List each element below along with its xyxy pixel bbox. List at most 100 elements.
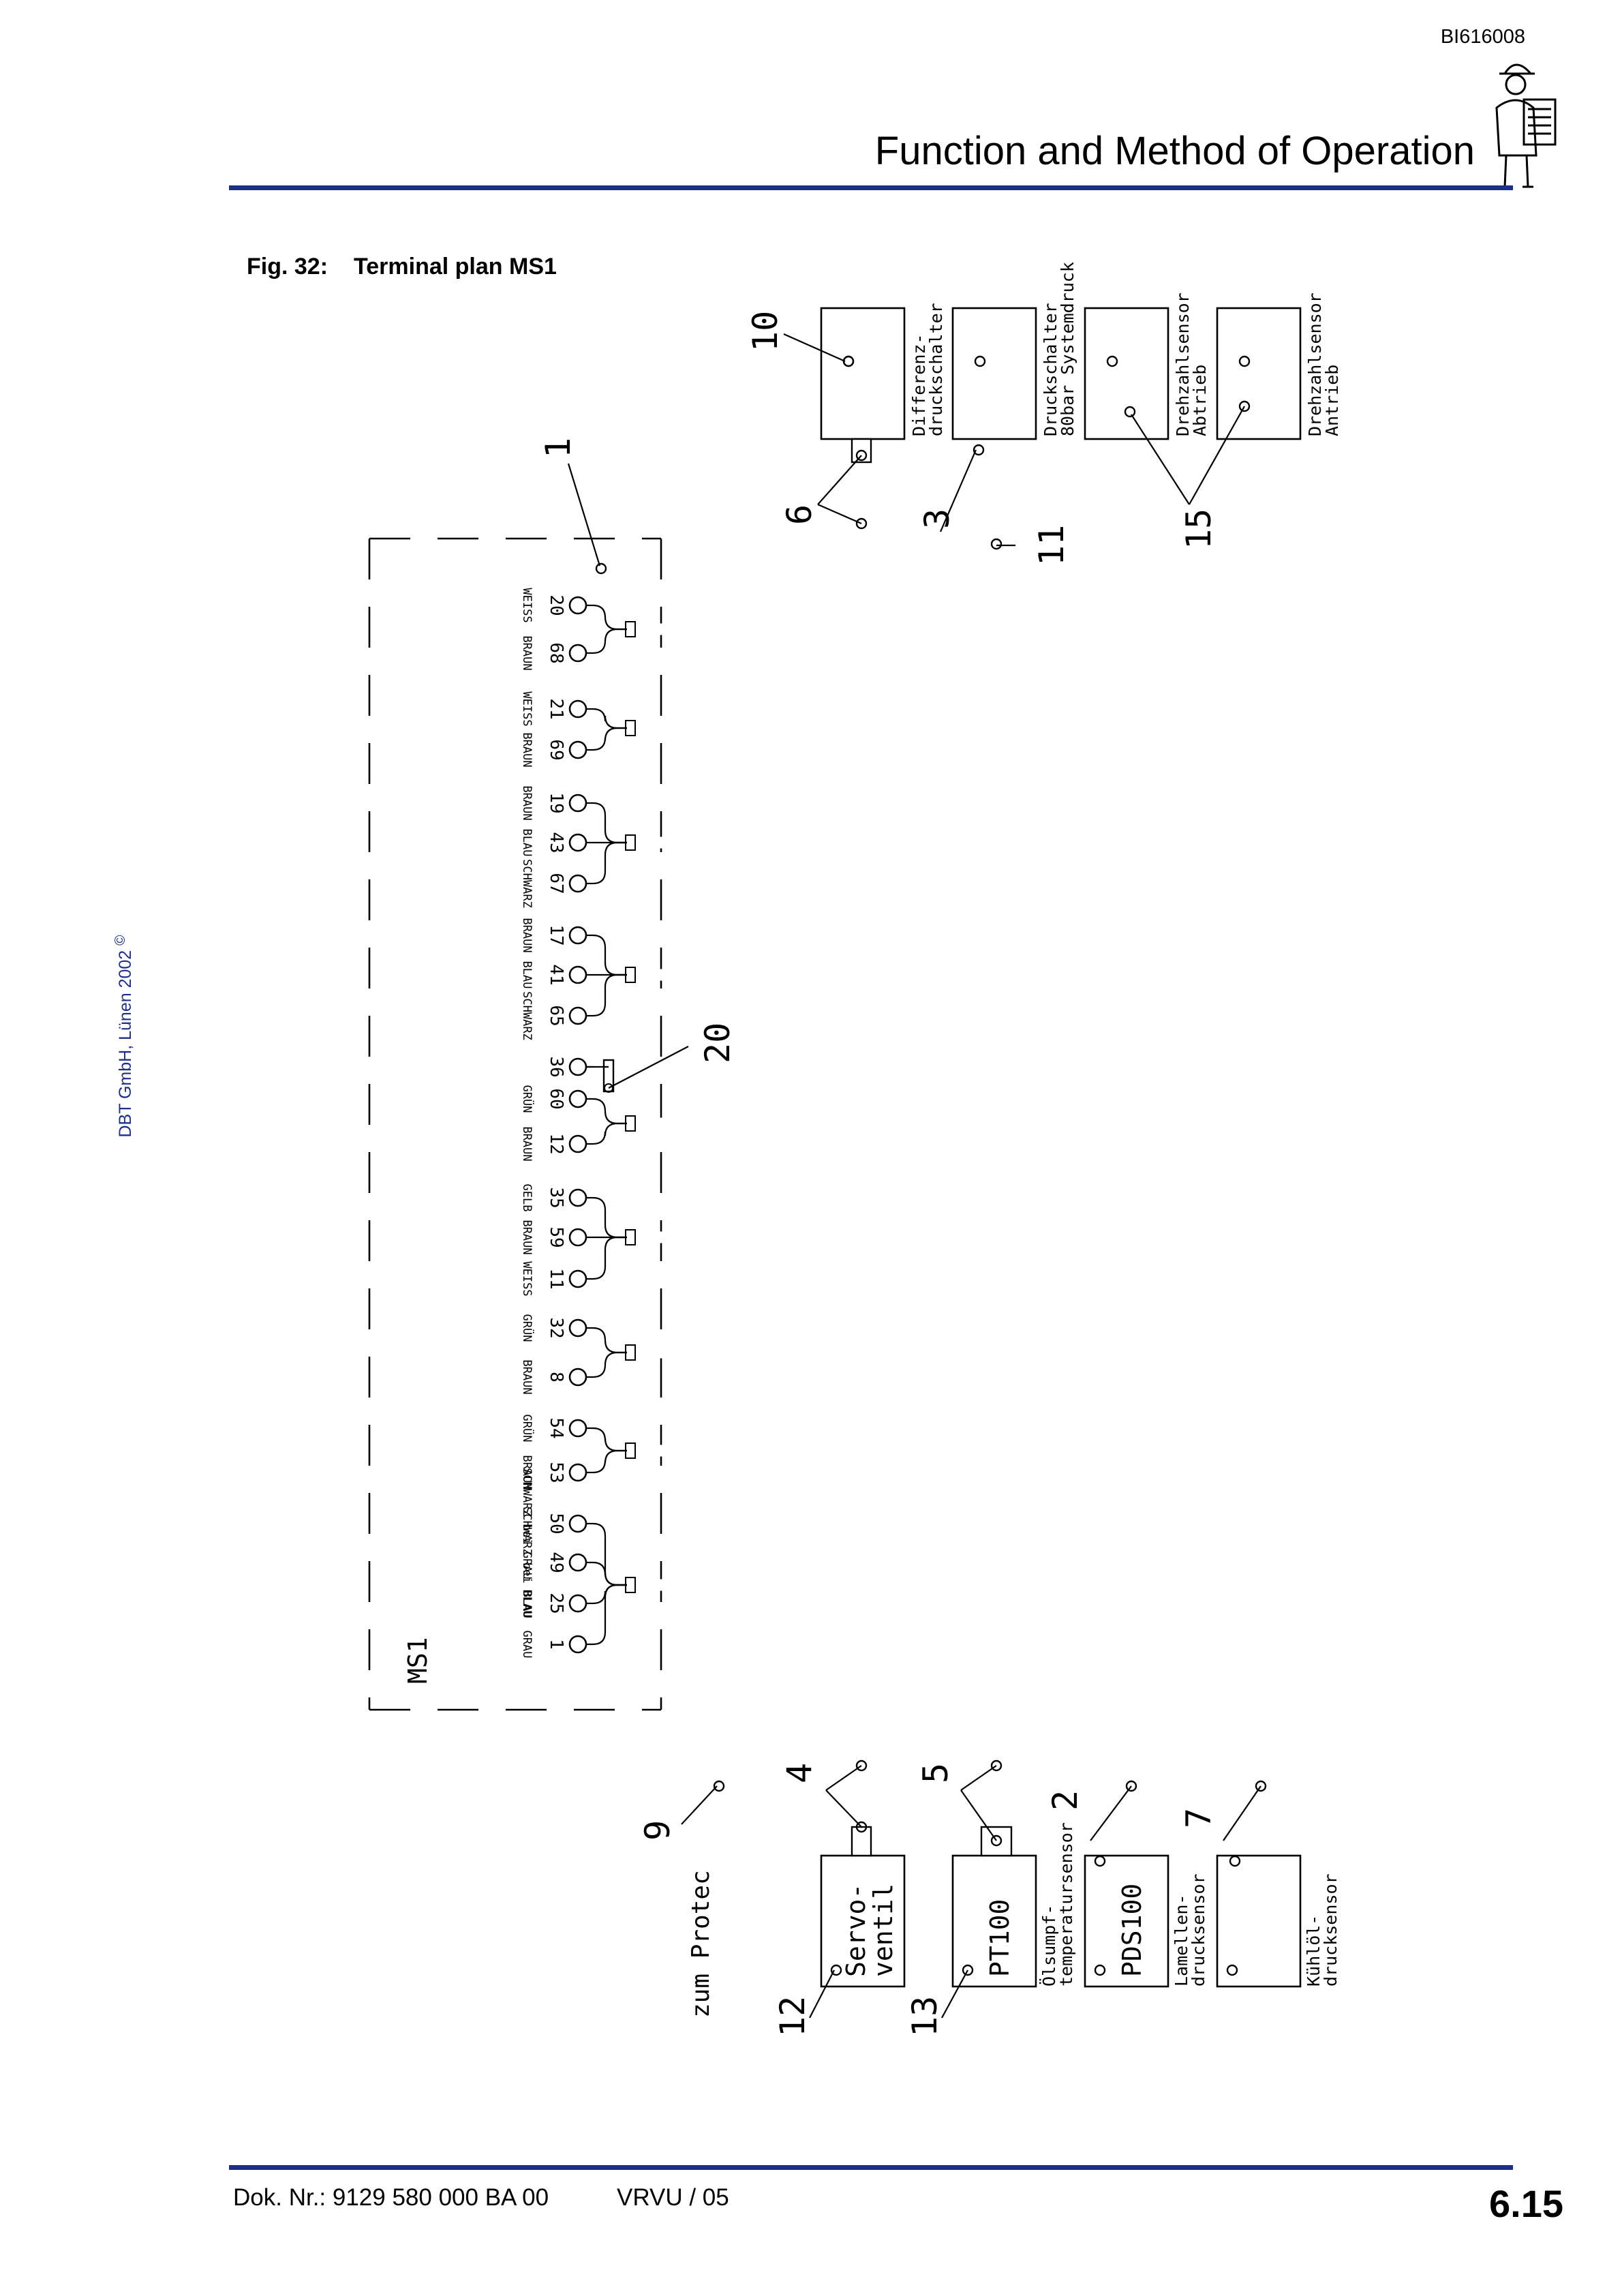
- bundle-branch: [592, 802, 627, 844]
- callout-dot: [713, 1780, 725, 1792]
- terminal: [568, 1553, 587, 1572]
- wire-color-label: SCHWARZ bei GRAU: [520, 1468, 534, 1580]
- callout-leader: [608, 1046, 689, 1089]
- wire-color-label: SCHWARZ: [520, 991, 534, 1040]
- terminal-number: 54: [546, 1417, 566, 1438]
- callout-dot: [990, 538, 1003, 550]
- terminal: [568, 926, 587, 945]
- terminal: [568, 699, 587, 719]
- bundle-branch: [592, 1449, 627, 1474]
- terminal-number: 65: [546, 1005, 566, 1026]
- terminal: [568, 1188, 587, 1207]
- wire-color-label: BRAUN: [520, 785, 534, 820]
- callout-number: 20: [698, 1023, 737, 1063]
- callout-leader: [1223, 1785, 1261, 1841]
- cable-kuehloel-inner: [627, 1117, 1267, 1864]
- cable-junction: [625, 834, 636, 851]
- terminal: [568, 644, 587, 663]
- cable-junction: [625, 1115, 636, 1132]
- bundle-branch: [592, 1196, 627, 1239]
- terminal-number: 35: [546, 1187, 566, 1208]
- terminal: [568, 1514, 587, 1533]
- terminal: [568, 1006, 587, 1025]
- callout-leader: [1189, 406, 1245, 505]
- bundle-branch: [592, 628, 627, 654]
- callout-leader: [681, 1785, 718, 1825]
- cable-servoventil-inner: [627, 1445, 868, 1827]
- cable-protec-inner: [627, 1579, 725, 2018]
- module-label: MS1: [403, 1637, 433, 1684]
- terminal-number: 11: [546, 1268, 566, 1289]
- resistor-marker: [604, 1083, 613, 1093]
- top-device-box: [1084, 307, 1169, 440]
- callout-number: 7: [1179, 1808, 1219, 1828]
- device-marker: [1094, 1964, 1106, 1976]
- footer-rule: [229, 2165, 1513, 2170]
- terminal: [568, 1318, 587, 1338]
- terminal-number: 68: [546, 642, 566, 663]
- wire-color-label: GRAU: [520, 1631, 534, 1659]
- bottom-device-name: PT100: [985, 1899, 1015, 1977]
- wire-color-label: BRAUN: [520, 918, 534, 952]
- callout-dot: [855, 517, 868, 530]
- bundle-branch: [592, 1522, 627, 1586]
- callout-dot: [842, 355, 855, 367]
- terminal: [568, 1134, 587, 1153]
- callout-dot: [1094, 1855, 1106, 1867]
- bundle-branch: [592, 1098, 627, 1125]
- cable-drehzahl-abtrieb: [627, 436, 1133, 844]
- callout-number: 4: [780, 1763, 819, 1783]
- device-marker: [962, 1964, 974, 1976]
- callout-dot: [1229, 1855, 1241, 1867]
- callout-number: 9: [638, 1820, 677, 1841]
- top-device-label: Druckschalter80bar Systemdruck: [1041, 262, 1077, 436]
- page-title: Function and Method of Operation: [874, 129, 1475, 173]
- terminal-number: 32: [546, 1317, 566, 1338]
- device-marker: [1238, 355, 1251, 367]
- terminal-number: 43: [546, 832, 566, 853]
- terminal: [568, 965, 587, 984]
- callout-dot: [855, 1759, 868, 1772]
- callout-dot: [855, 449, 868, 462]
- top-device-label: DrehzahlsensorAntrieb: [1305, 292, 1342, 436]
- callout-dot: [1125, 1780, 1137, 1792]
- terminal-number: 50: [546, 1513, 566, 1534]
- terminal-number: 1: [546, 1639, 566, 1650]
- callout-leader: [783, 333, 846, 363]
- bundle-branch: [592, 1584, 627, 1646]
- cable-junction: [625, 1229, 636, 1245]
- terminal: [568, 1594, 587, 1613]
- bundle-branch: [592, 604, 627, 631]
- cable-junction: [625, 1442, 636, 1459]
- bundle-branch: [592, 1584, 627, 1605]
- bundle-branch: [592, 1351, 627, 1378]
- terminal-number: 12: [546, 1133, 566, 1154]
- callout-dot: [595, 562, 607, 575]
- terminal: [568, 1228, 587, 1247]
- terminal: [568, 740, 587, 759]
- terminal: [568, 1368, 587, 1387]
- bottom-device-name: Servo-ventil: [841, 1884, 898, 1977]
- callout-number: 5: [916, 1763, 955, 1783]
- document-id: BI616008: [1440, 26, 1525, 48]
- cable-drehzahl-antrieb-inner: [627, 436, 1267, 981]
- callout-dot: [1124, 406, 1136, 418]
- top-device-label: DrehzahlsensorAbtrieb: [1173, 292, 1210, 436]
- cable-pt100-inner: [627, 1346, 1003, 1827]
- wire-color-label: BLAU: [520, 1590, 534, 1618]
- wire-color-label: SCHWARZ: [520, 859, 534, 908]
- terminal: [568, 1057, 587, 1076]
- cable-pds100: [627, 1236, 1133, 1864]
- cable-differenzdruckschalter-inner: [627, 464, 868, 635]
- wire-color-label: BRAUN: [520, 732, 534, 767]
- cable-junction: [625, 967, 636, 983]
- callout-number: 12: [773, 1996, 812, 2037]
- figure-caption: Fig. 32:Terminal plan MS1: [247, 254, 557, 280]
- bundle-branch: [592, 973, 627, 1017]
- bundle-branch: [592, 1327, 627, 1354]
- callout-leader: [1090, 1785, 1132, 1841]
- wire-color-label: BLAU: [520, 961, 534, 989]
- figure-label: Fig. 32:: [247, 254, 328, 280]
- header-rule: [229, 185, 1513, 190]
